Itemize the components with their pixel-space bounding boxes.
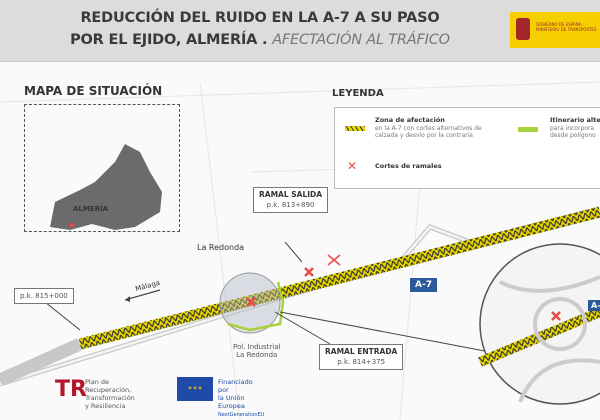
cut-icon (304, 267, 314, 277)
government-logo: GOBIERNO DE ESPAÑA · MINISTERIO DE TRANS… (510, 12, 600, 48)
title-line-1: REDUCCIÓN DEL RUIDO EN LA A-7 A SU PASO (80, 10, 440, 26)
cut-icon (246, 297, 256, 307)
inset-detail-circle (478, 243, 600, 405)
place-la-redonda: La Redonda (197, 243, 245, 252)
inset-connector (279, 311, 491, 353)
cut-icon (551, 311, 561, 321)
callout-line (44, 241, 331, 345)
title-subtitle: AFECTACIÓN AL TRÁFICO (272, 32, 450, 48)
title-main: POR EL EJIDO, ALMERÍA . (70, 32, 268, 48)
inset-road-label: A- (588, 300, 600, 311)
title-line-2: REDUCCIÓN DEL RUIDO EN LA A-7 A SU PASOP… (0, 32, 520, 48)
legend-item-cuts: Cortes de ramales (375, 162, 442, 170)
alternative-route (227, 281, 285, 332)
city-label: ALMERÍA (73, 205, 109, 213)
header: REDUCCIÓN DEL RUIDO EN LA A-7 A SU PASO … (0, 0, 600, 62)
cut-icon (327, 254, 341, 266)
eu-flag-icon: ✶✶✶ (177, 377, 213, 401)
highway-a7 (0, 338, 83, 386)
road-label-a7: A-7 (409, 277, 438, 293)
affected-zone (78, 206, 600, 350)
coat-of-arms-icon (516, 18, 530, 40)
callout-pk-815: p.k. 815+000 (14, 288, 74, 304)
situation-map-frame (24, 104, 180, 232)
almeria-province-map (50, 144, 162, 230)
situation-map-title: MAPA DE SITUACIÓN (24, 84, 163, 98)
green-line-icon (518, 127, 538, 132)
red-x-icon: ✕ (347, 159, 358, 173)
recovery-plan-logo-icon: TR (55, 377, 87, 402)
map-canvas (0, 81, 600, 420)
affected-zone-swatch-icon (345, 126, 365, 131)
direction-arrow-icon (124, 289, 161, 301)
legend-title: LEYENDA (332, 88, 384, 99)
